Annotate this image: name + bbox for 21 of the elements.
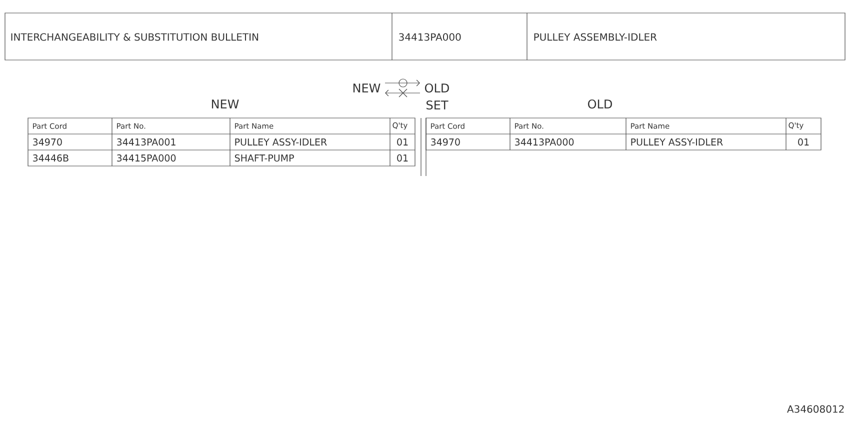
table-heading: OLD [588,99,612,109]
table-cell: 01 [798,138,809,146]
table-cell: SHAFT-PUMP [234,154,294,162]
table-cell: 01 [397,154,408,162]
table-cell: 34970 [33,138,62,146]
bulletin-title: INTERCHANGEABILITY & SUBSTITUTION BULLETIN [11,33,258,41]
table-cell: 34413PA000 [515,138,574,146]
table-cell: 34446B [33,154,68,162]
table-cell: PULLEY ASSY-IDLER [235,138,327,146]
table-heading: NEW [212,100,239,108]
table-cell: 34413PA001 [117,138,176,146]
symbol-label: SET [426,100,448,110]
table-cell: 34415PA000 [117,154,176,162]
part-name: PULLEY ASSEMBLY-IDLER [534,33,657,41]
symbol-label: NEW [353,84,380,92]
table-cell: PULLEY ASSY-IDLER [631,138,723,146]
table-cell: 01 [397,138,408,146]
table-cell: 34970 [431,138,460,146]
part-number: 34413PA000 [399,33,461,41]
symbol-label: OLD [424,83,449,93]
drawing-number: A34608012 [787,405,844,413]
